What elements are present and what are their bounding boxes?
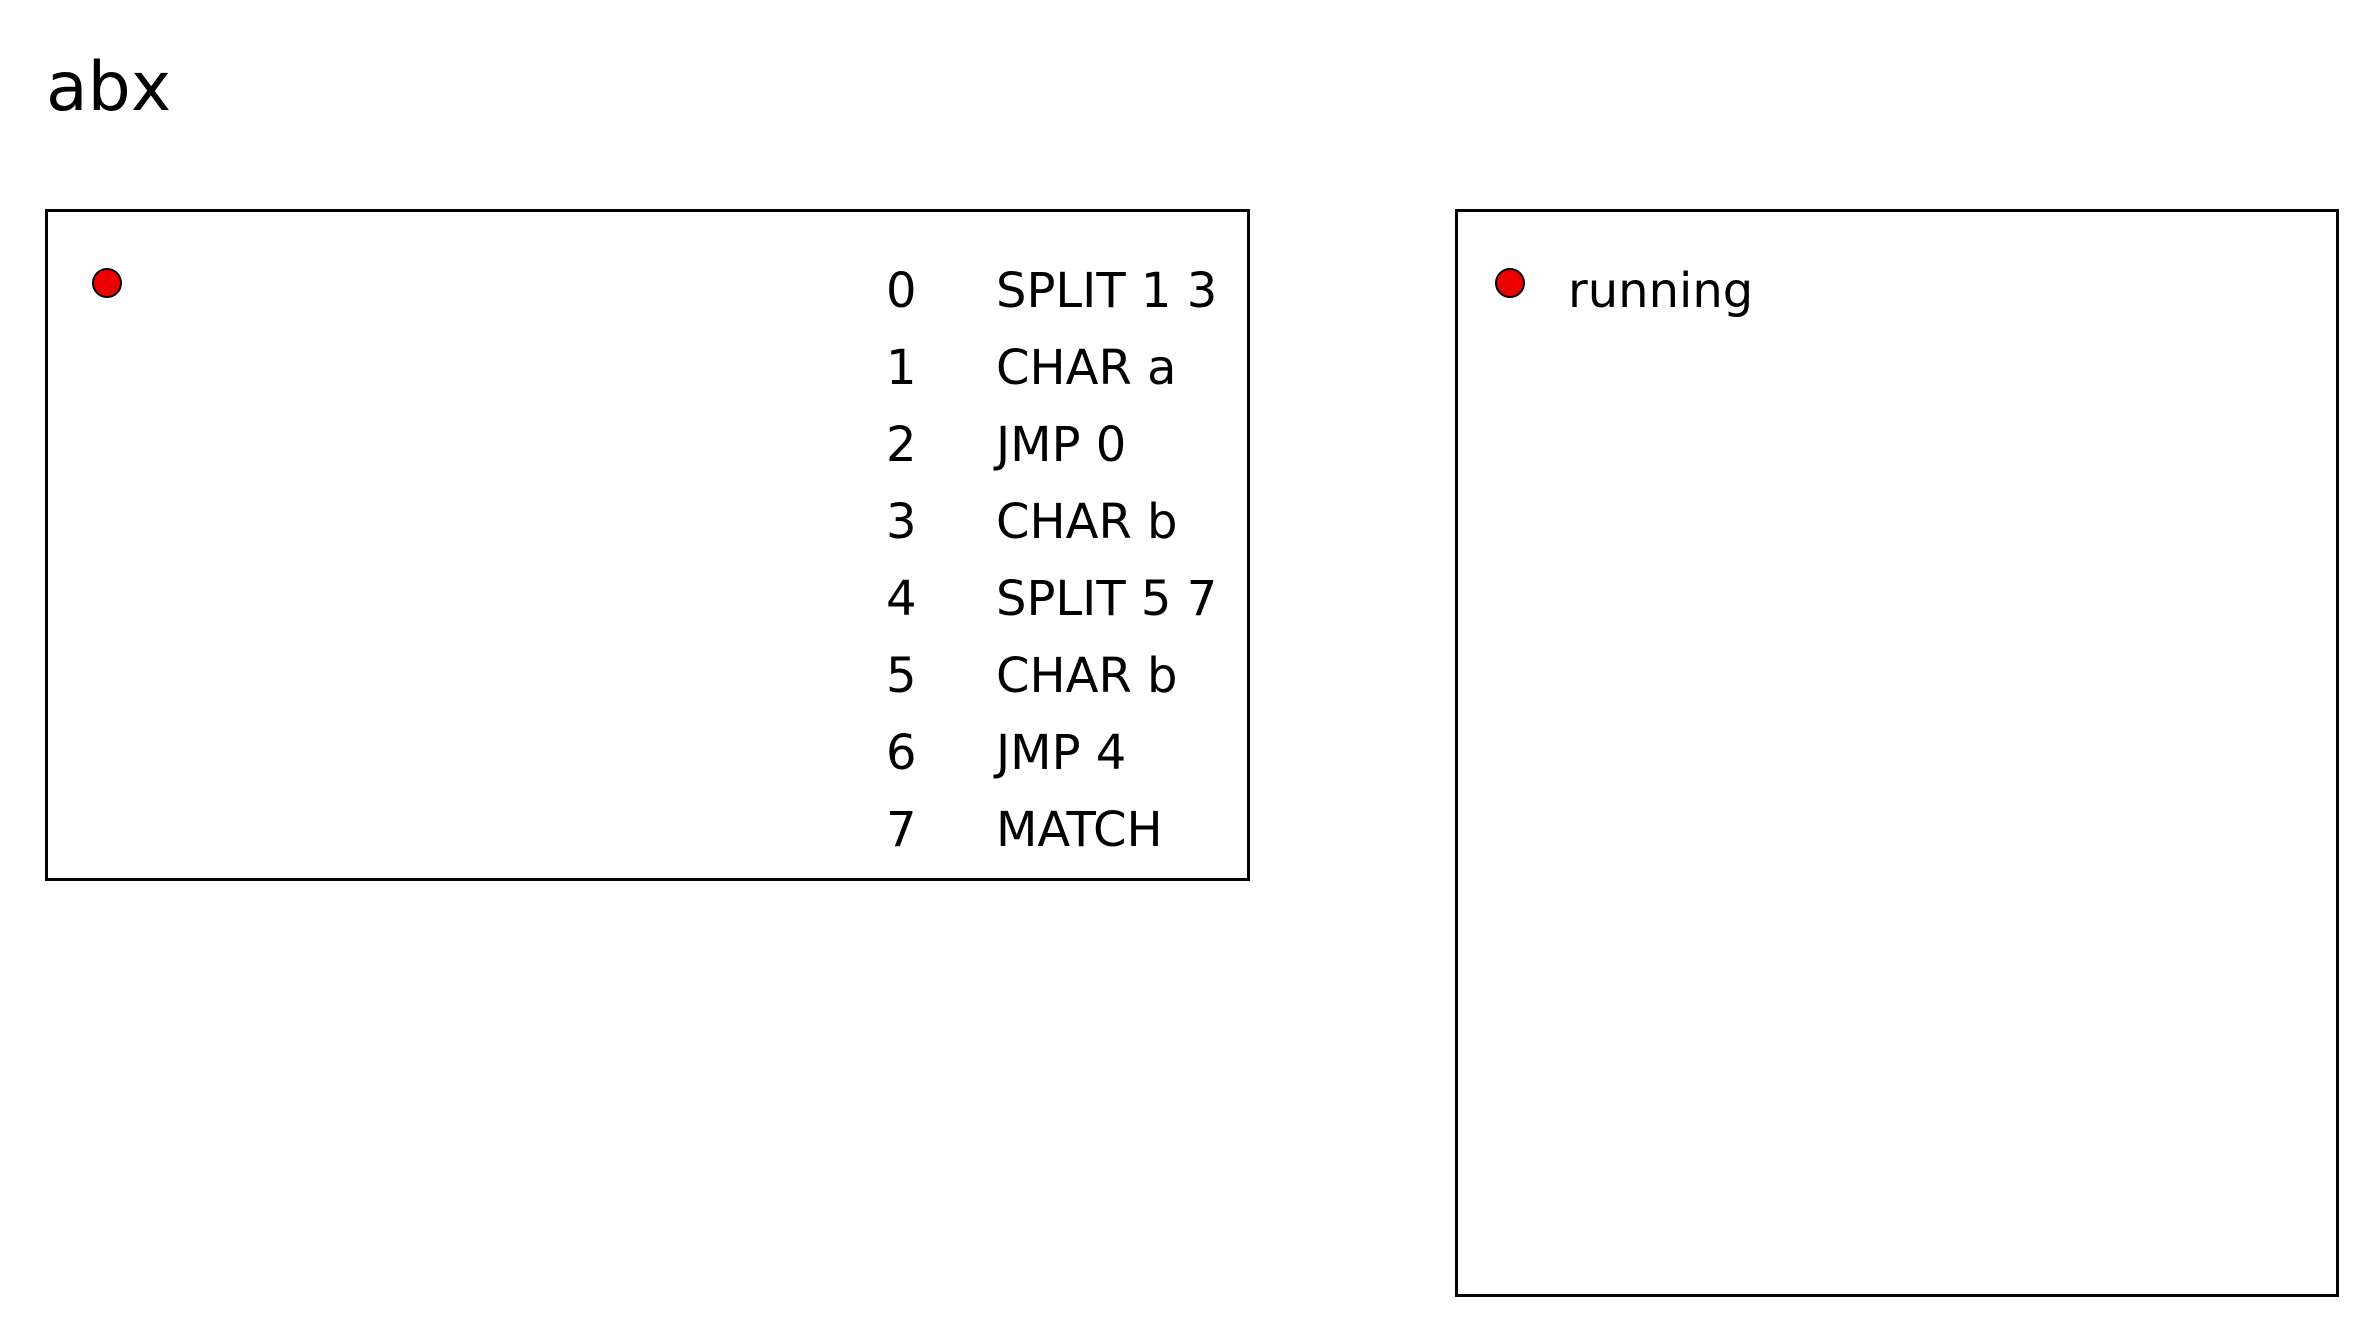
instruction-op: CHAR a <box>996 339 1177 396</box>
instruction-op: JMP 4 <box>996 724 1127 781</box>
instruction-index: 3 <box>886 493 917 550</box>
instruction-row: 4 SPLIT 5 7 <box>886 560 1217 637</box>
instruction-row: 3 CHAR b <box>886 483 1217 560</box>
instruction-op: SPLIT 1 3 <box>996 262 1218 319</box>
instruction-row: 7 MATCH <box>886 791 1217 868</box>
instruction-op: MATCH <box>996 801 1163 858</box>
instruction-row: 5 CHAR b <box>886 637 1217 714</box>
instruction-row: 2 JMP 0 <box>886 406 1217 483</box>
instruction-op: JMP 0 <box>996 416 1127 473</box>
instruction-op: SPLIT 5 7 <box>996 570 1218 627</box>
threads-panel: running <box>1455 209 2339 1297</box>
instruction-index: 6 <box>886 724 917 781</box>
input-string-title: abx <box>46 48 172 127</box>
instruction-op: CHAR b <box>996 493 1178 550</box>
instruction-list: 0 SPLIT 1 3 1 CHAR a 2 JMP 0 3 CHAR b 4 … <box>886 252 1217 868</box>
thread-pointer-dot <box>92 268 122 298</box>
thread-status-label: running <box>1568 262 1754 319</box>
instruction-index: 2 <box>886 416 917 473</box>
instruction-index: 7 <box>886 801 917 858</box>
thread-status-dot <box>1495 268 1525 298</box>
instruction-row: 1 CHAR a <box>886 329 1217 406</box>
instruction-index: 4 <box>886 570 917 627</box>
instruction-row: 6 JMP 4 <box>886 714 1217 791</box>
instruction-op: CHAR b <box>996 647 1178 704</box>
instruction-row: 0 SPLIT 1 3 <box>886 252 1217 329</box>
program-panel: 0 SPLIT 1 3 1 CHAR a 2 JMP 0 3 CHAR b 4 … <box>45 209 1250 881</box>
instruction-index: 0 <box>886 262 917 319</box>
instruction-index: 1 <box>886 339 917 396</box>
instruction-index: 5 <box>886 647 917 704</box>
